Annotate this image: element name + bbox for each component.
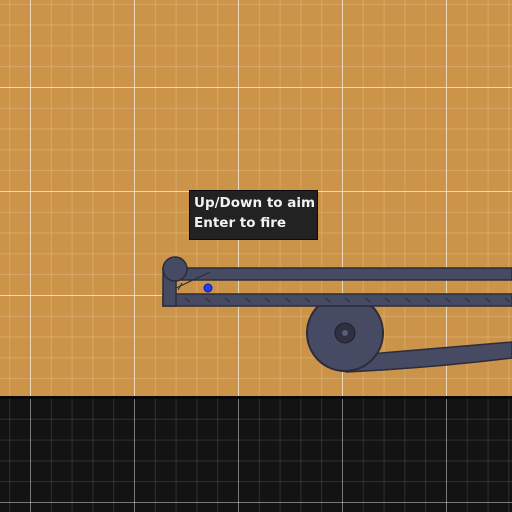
track-links xyxy=(184,297,511,303)
aim-lever xyxy=(175,271,211,289)
hint-fire-text: Enter to fire xyxy=(194,215,287,231)
pivot-ball xyxy=(162,256,188,282)
aim-dot-icon xyxy=(203,283,213,293)
wheel-axle xyxy=(342,330,348,336)
launch-arm xyxy=(345,341,512,373)
controls-hint: Up/Down to aim Enter to fire xyxy=(189,190,318,240)
bottom-track xyxy=(162,293,512,307)
ground-edge xyxy=(0,396,512,399)
hint-aim-text: Up/Down to aim xyxy=(194,195,316,211)
top-rail xyxy=(175,267,512,281)
ground xyxy=(0,398,512,512)
